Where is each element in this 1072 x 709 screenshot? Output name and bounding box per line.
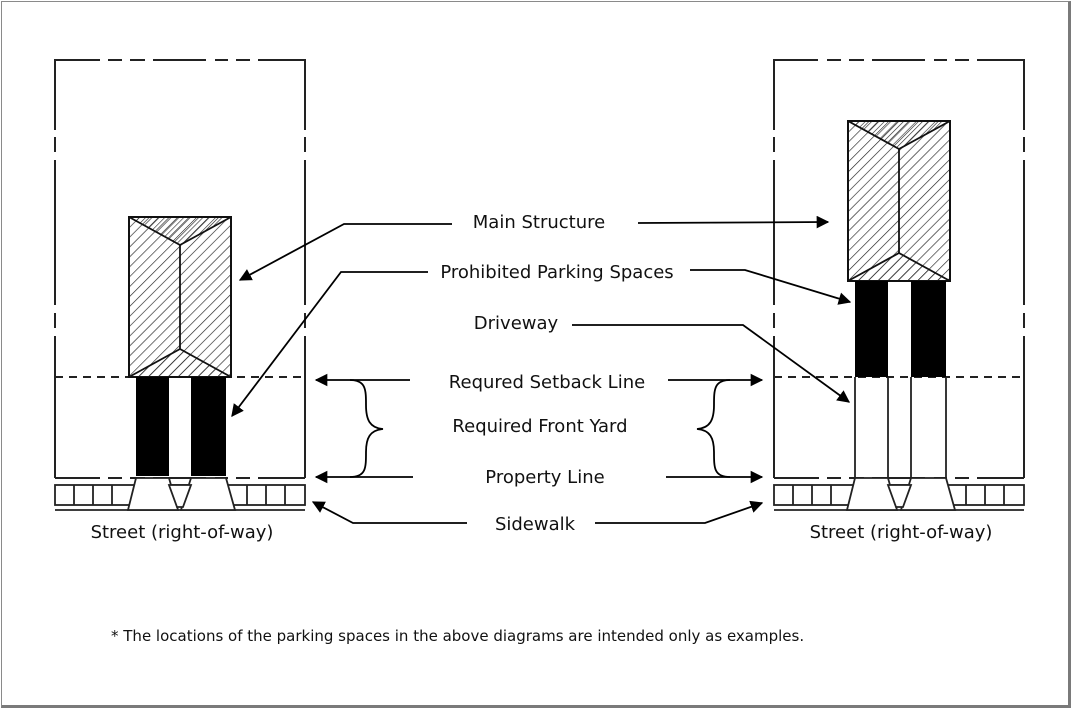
left-driveway-apron: [126, 477, 237, 511]
main-structure-label: Main Structure: [473, 212, 605, 233]
arrow-sidewalk-right: [595, 500, 764, 524]
right-parking-space-2: [911, 281, 946, 377]
arrow-driveway-right: [572, 324, 851, 403]
arrow-prohibited-right: [690, 269, 852, 305]
arrow-main-structure-left: [238, 223, 452, 281]
right-main-structure: [847, 120, 951, 282]
left-parking-space-2: [191, 377, 226, 476]
arrow-sidewalk-left: [311, 501, 467, 524]
driveway-label: Driveway: [474, 313, 559, 334]
left-parking-space-1: [136, 377, 169, 476]
right-driveway: [854, 377, 947, 478]
left-front-yard-brace: [349, 379, 384, 478]
left-street-caption: Street (right-of-way): [91, 522, 274, 543]
right-parking-space-1: [855, 281, 888, 377]
right-diagram: Street (right-of-way): [773, 59, 1025, 543]
left-diagram: Street (right-of-way): [54, 59, 306, 543]
right-street-caption: Street (right-of-way): [810, 522, 993, 543]
right-front-yard-brace: [696, 379, 731, 478]
left-main-structure: [128, 216, 232, 378]
arrow-prohibited-left: [231, 271, 428, 418]
footnote: * The locations of the parking spaces in…: [111, 627, 804, 645]
right-driveway-apron: [845, 477, 957, 511]
arrow-main-structure-right: [637, 215, 830, 229]
property-line-label: Property Line: [485, 467, 604, 488]
front-yard-label: Required Front Yard: [452, 416, 627, 437]
sidewalk-label: Sidewalk: [495, 514, 576, 535]
prohibited-parking-label: Prohibited Parking Spaces: [440, 262, 673, 283]
setback-line-label: Requred Setback Line: [449, 372, 645, 393]
